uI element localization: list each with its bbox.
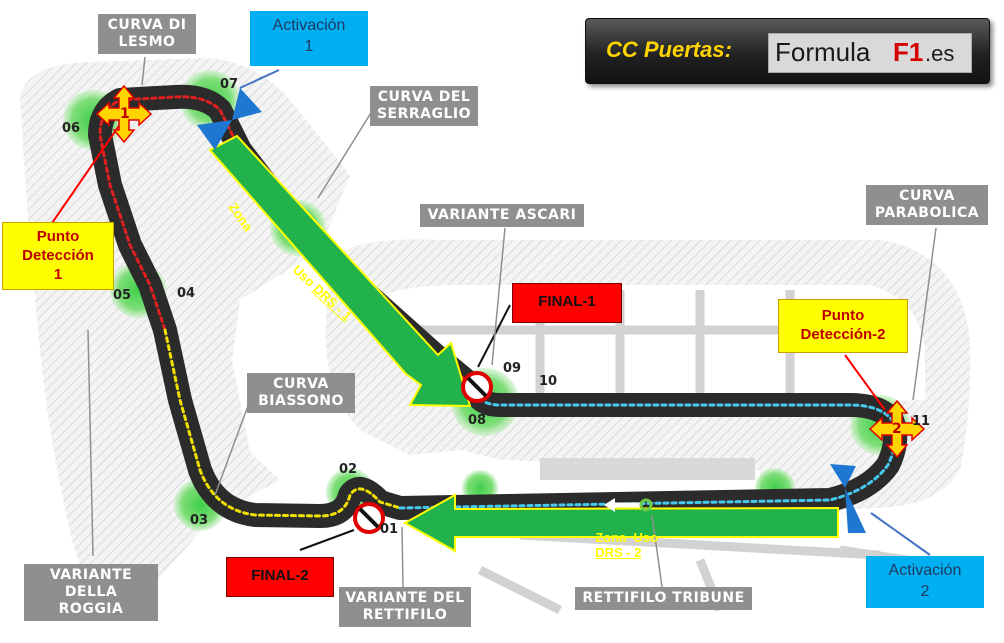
drs-zone-2-arrow [402,493,839,553]
brand-banner: CC Puertas: Formula F1 .es [585,18,990,84]
final-1-marker [461,371,493,403]
label-variante-del-rettifilo: VARIANTE DEL RETTIFILO [339,587,471,627]
detection-1-marker [95,84,153,144]
pit-building [540,458,755,480]
box-line: Punto [36,228,80,245]
box-line: 2 [920,583,930,600]
label-line: DELLA ROGGIA [58,584,124,617]
label-line: CURVA [273,376,329,392]
corner-number-01: 01 [380,522,399,537]
detection-1-box: Punto Detección 1 [2,222,114,290]
label-curva-biassono: CURVA BIASSONO [247,373,355,413]
label-variante-della-roggia: VARIANTE DELLA ROGGIA [24,564,158,621]
activation-1-marker [197,88,262,150]
corner-number-03: 03 [190,513,209,528]
detection-2-marker [868,399,926,459]
drs-2-zona-text: Zona Uso [595,530,659,545]
final-2-marker [353,502,385,534]
box-line: Activación [888,562,962,579]
brand-prefix: CC Puertas: [606,37,732,62]
label-line: CURVA [899,188,955,204]
label-line: RETTIFILO TRIBUNE [582,590,745,606]
label-line: VARIANTE DEL [345,590,465,606]
label-curva-parabolica: CURVA PARABOLICA [866,185,988,225]
logo-part-formula: Formula [775,37,871,67]
corner-number-10: 10 [539,374,558,389]
logo-part-es: .es [925,41,955,66]
label-line: LESMO [118,34,176,50]
label-rettifilo-tribune: RETTIFILO TRIBUNE [575,587,752,610]
label-line: CURVA DEL [377,89,471,105]
box-line: 1 [53,266,63,283]
drs-zone-1-arrow [208,134,472,408]
label-curva-del-serraglio: CURVA DEL SERRAGLIO [370,86,478,126]
corner-number-08: 08 [468,413,487,428]
label-line: BIASSONO [258,393,344,409]
final-2-box: FINAL-2 [226,557,334,597]
activation-1-box: Activación 1 [250,11,368,66]
label-line: SERRAGLIO [376,106,472,122]
label-variante-ascari: VARIANTE ASCARI [420,204,584,227]
logo-part-f1: F1 [893,37,924,67]
pit-lane-arrow [604,498,653,512]
drs-2-label: Zona Uso DRS - 2 [588,515,658,560]
corner-number-07: 07 [220,77,239,92]
corner-number-05: 05 [113,288,132,303]
final-1-box: FINAL-1 [512,283,622,323]
detection-2-box: Punto Detección-2 [778,299,908,353]
corner-number-09: 09 [503,361,522,376]
box-line: Activación [272,17,346,34]
corner-number-06: 06 [62,121,81,136]
formulaf1-logo: Formula F1 .es [768,33,972,73]
detection-2-marker-label: 2 [892,421,902,437]
label-line: RETTIFILO [362,607,448,623]
corner-number-11: 11 [912,414,931,429]
detection-1-marker-label: 1 [120,106,130,122]
box-line: Detección-2 [800,326,886,343]
label-line: PARABOLICA [874,205,980,221]
label-curva-di-lesmo: CURVA DI LESMO [98,14,196,54]
label-line: CURVA DI [107,17,187,33]
box-line: 1 [304,38,314,55]
activation-2-marker [830,464,866,533]
label-line: VARIANTE ASCARI [427,207,577,223]
box-line: Detección [22,247,94,264]
activation-2-box: Activación 2 [866,556,984,608]
drs-2-zone-text: DRS - 2 [595,545,642,560]
leader-lines [49,56,937,588]
box-line: Punto [821,307,865,324]
label-line: VARIANTE [49,567,133,583]
corner-number-04: 04 [177,286,196,301]
corner-number-02: 02 [339,462,358,477]
